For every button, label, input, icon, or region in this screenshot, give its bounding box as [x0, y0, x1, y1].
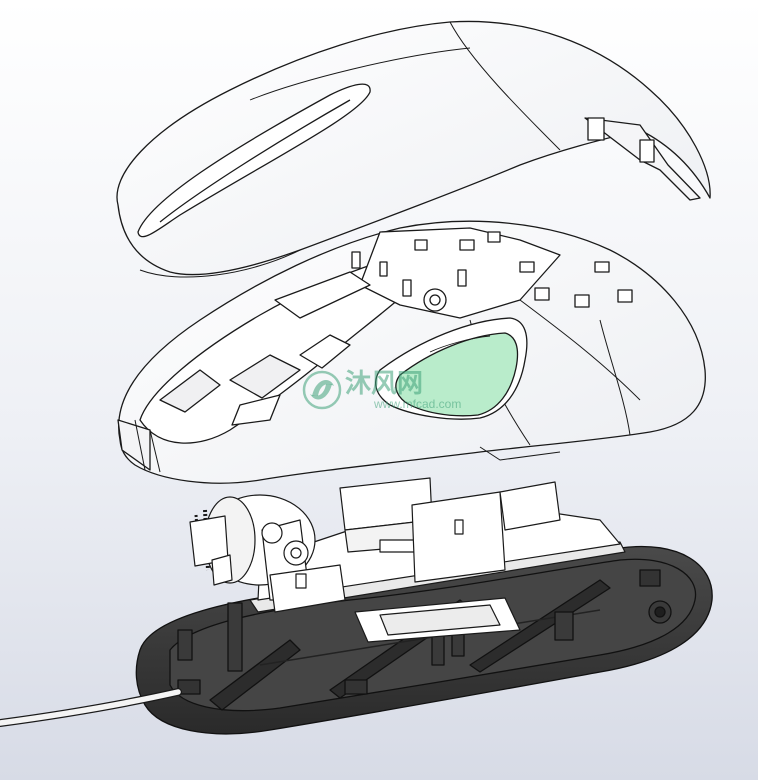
screw-boss-hole [429, 294, 441, 306]
watermark-title: 沐风网 [345, 369, 423, 399]
mid-shell [117, 220, 706, 484]
vent-hole [487, 231, 501, 243]
vent-hole [519, 261, 535, 273]
vent-hole [594, 261, 610, 273]
post [457, 269, 467, 287]
watermark-url: www.mfcad.com [373, 397, 461, 411]
micro-switch [269, 564, 346, 613]
connector-block [411, 491, 506, 583]
watermark: 沐风网 www.mfcad.com [302, 369, 461, 411]
vent-hole [459, 239, 475, 251]
pcb-assembly [189, 477, 626, 643]
top-cover [116, 20, 711, 278]
mf-swirl-logo-icon [302, 370, 342, 410]
base-post [227, 602, 243, 672]
post [351, 251, 361, 269]
post [379, 261, 388, 277]
base-post [177, 629, 193, 661]
vent-hole [617, 289, 633, 303]
base-post [554, 611, 574, 641]
vent-hole [414, 239, 428, 251]
post [402, 279, 412, 297]
vent-hole [534, 287, 550, 301]
vent-hole [574, 294, 590, 308]
